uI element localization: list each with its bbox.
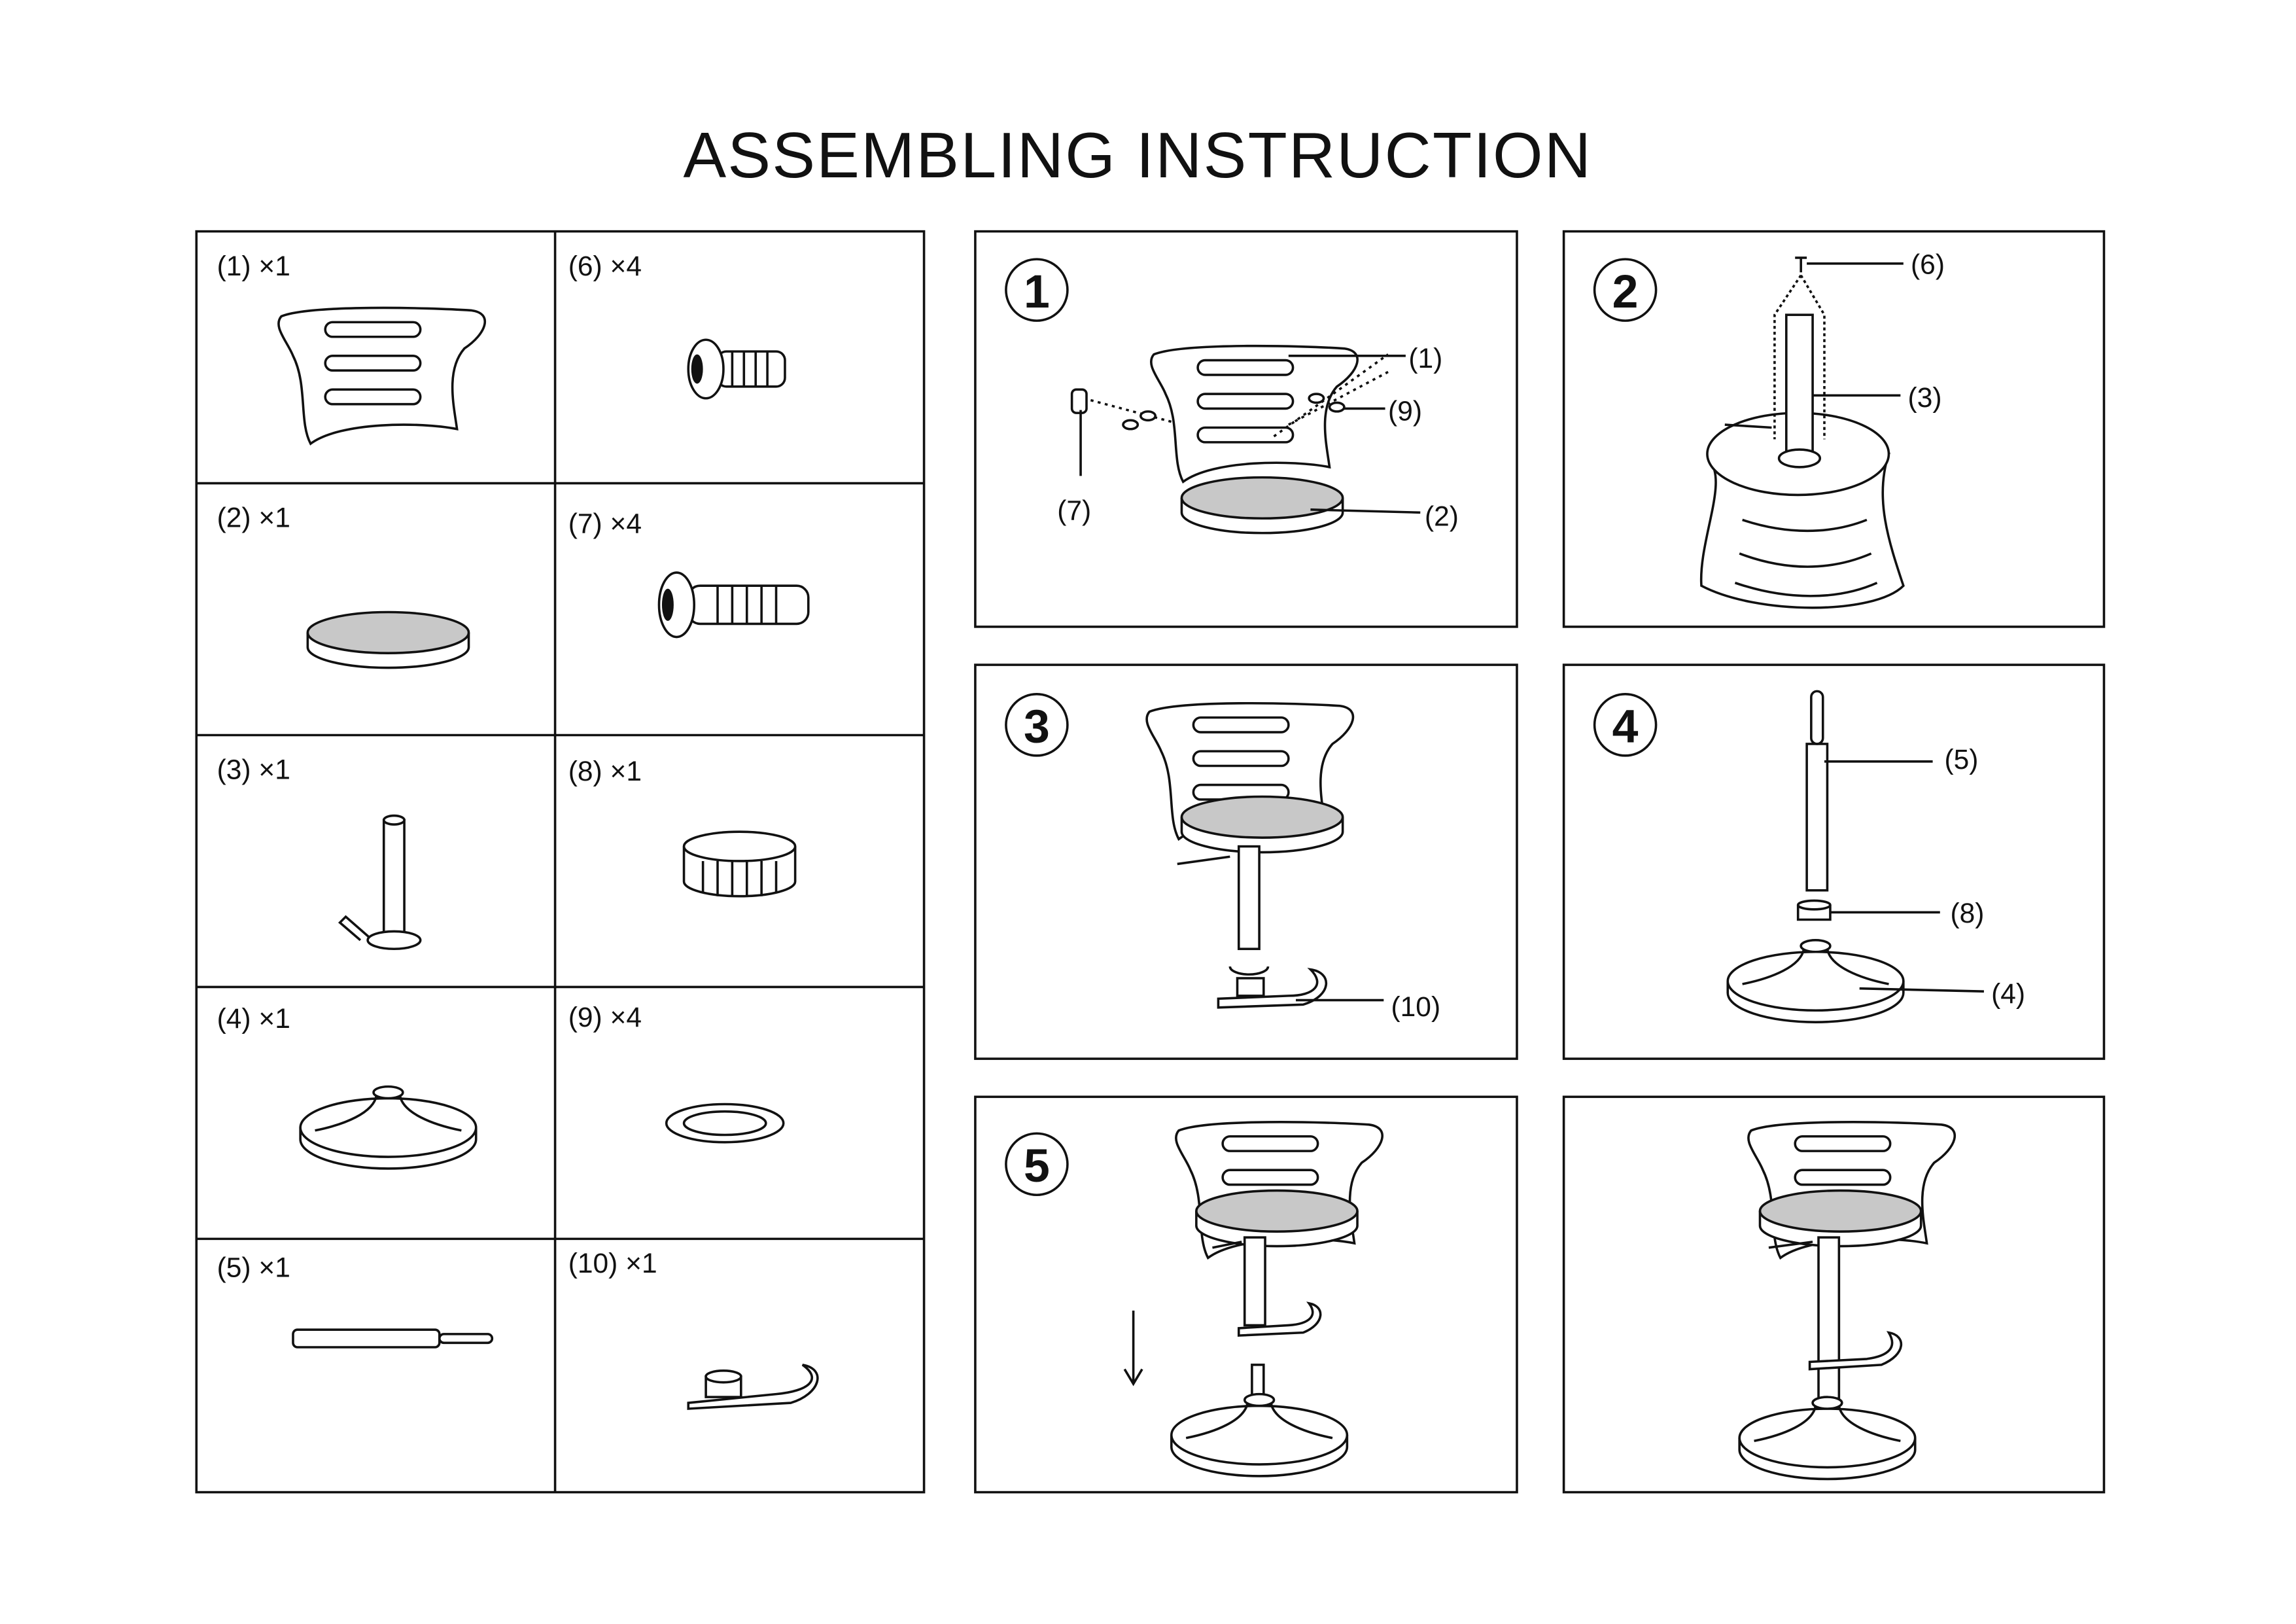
backrest-part (277, 306, 487, 445)
step-4-panel (1562, 663, 2106, 1060)
part-label: (1) ×1 (217, 251, 290, 282)
cylinder-part (292, 1328, 494, 1349)
step-number: 3 (1024, 701, 1050, 753)
nut-part (682, 830, 797, 898)
step-5-panel (974, 1095, 1518, 1494)
parts-table (195, 230, 926, 1494)
step-3-drawing (1145, 701, 1384, 1009)
step-number: 5 (1024, 1140, 1050, 1192)
step-1-drawing (1070, 344, 1421, 535)
callout: (10) (1391, 992, 1441, 1023)
callout: (1) (1408, 344, 1442, 374)
callout: (6) (1911, 250, 1945, 281)
part-label: (8) ×1 (568, 756, 642, 787)
step-number: 2 (1612, 266, 1639, 318)
callout: (3) (1908, 383, 1942, 414)
callout: (2) (1425, 501, 1459, 532)
callout: (4) (1991, 979, 2025, 1010)
assembled-stool-drawing (1738, 1121, 1957, 1481)
step-3-panel (974, 663, 1518, 1060)
part-label: (10) ×1 (568, 1248, 657, 1279)
part-label: (3) ×1 (217, 755, 290, 786)
page-title: ASSEMBLING INSTRUCTION (683, 119, 1592, 191)
step-number: 4 (1612, 701, 1639, 753)
part-label: (9) ×4 (568, 1002, 642, 1033)
step-1-panel (974, 230, 1518, 628)
callout: (5) (1945, 745, 1979, 775)
part-label: (5) ×1 (217, 1253, 290, 1284)
step-number: 1 (1024, 266, 1050, 318)
footrest-part (687, 1364, 819, 1410)
part-label: (6) ×4 (568, 251, 642, 282)
step-5-drawing (1123, 1121, 1384, 1477)
short-screw-part (687, 338, 786, 400)
step-2-panel (1562, 230, 2106, 628)
part-label: (4) ×1 (217, 1004, 290, 1034)
long-screw-part (657, 571, 810, 639)
base-part (299, 1085, 478, 1170)
part-label: (7) ×4 (568, 509, 642, 540)
final-assembly-panel (1562, 1095, 2106, 1494)
callout: (7) (1057, 496, 1091, 527)
callout: (8) (1950, 898, 1984, 929)
step-2-drawing (1699, 256, 1905, 609)
seat-part (306, 610, 470, 669)
callout: (9) (1388, 396, 1422, 427)
washer-part (665, 1103, 785, 1144)
gas-column-part (338, 814, 422, 951)
step-4-drawing (1726, 690, 1984, 1023)
part-label: (2) ×1 (217, 503, 290, 534)
